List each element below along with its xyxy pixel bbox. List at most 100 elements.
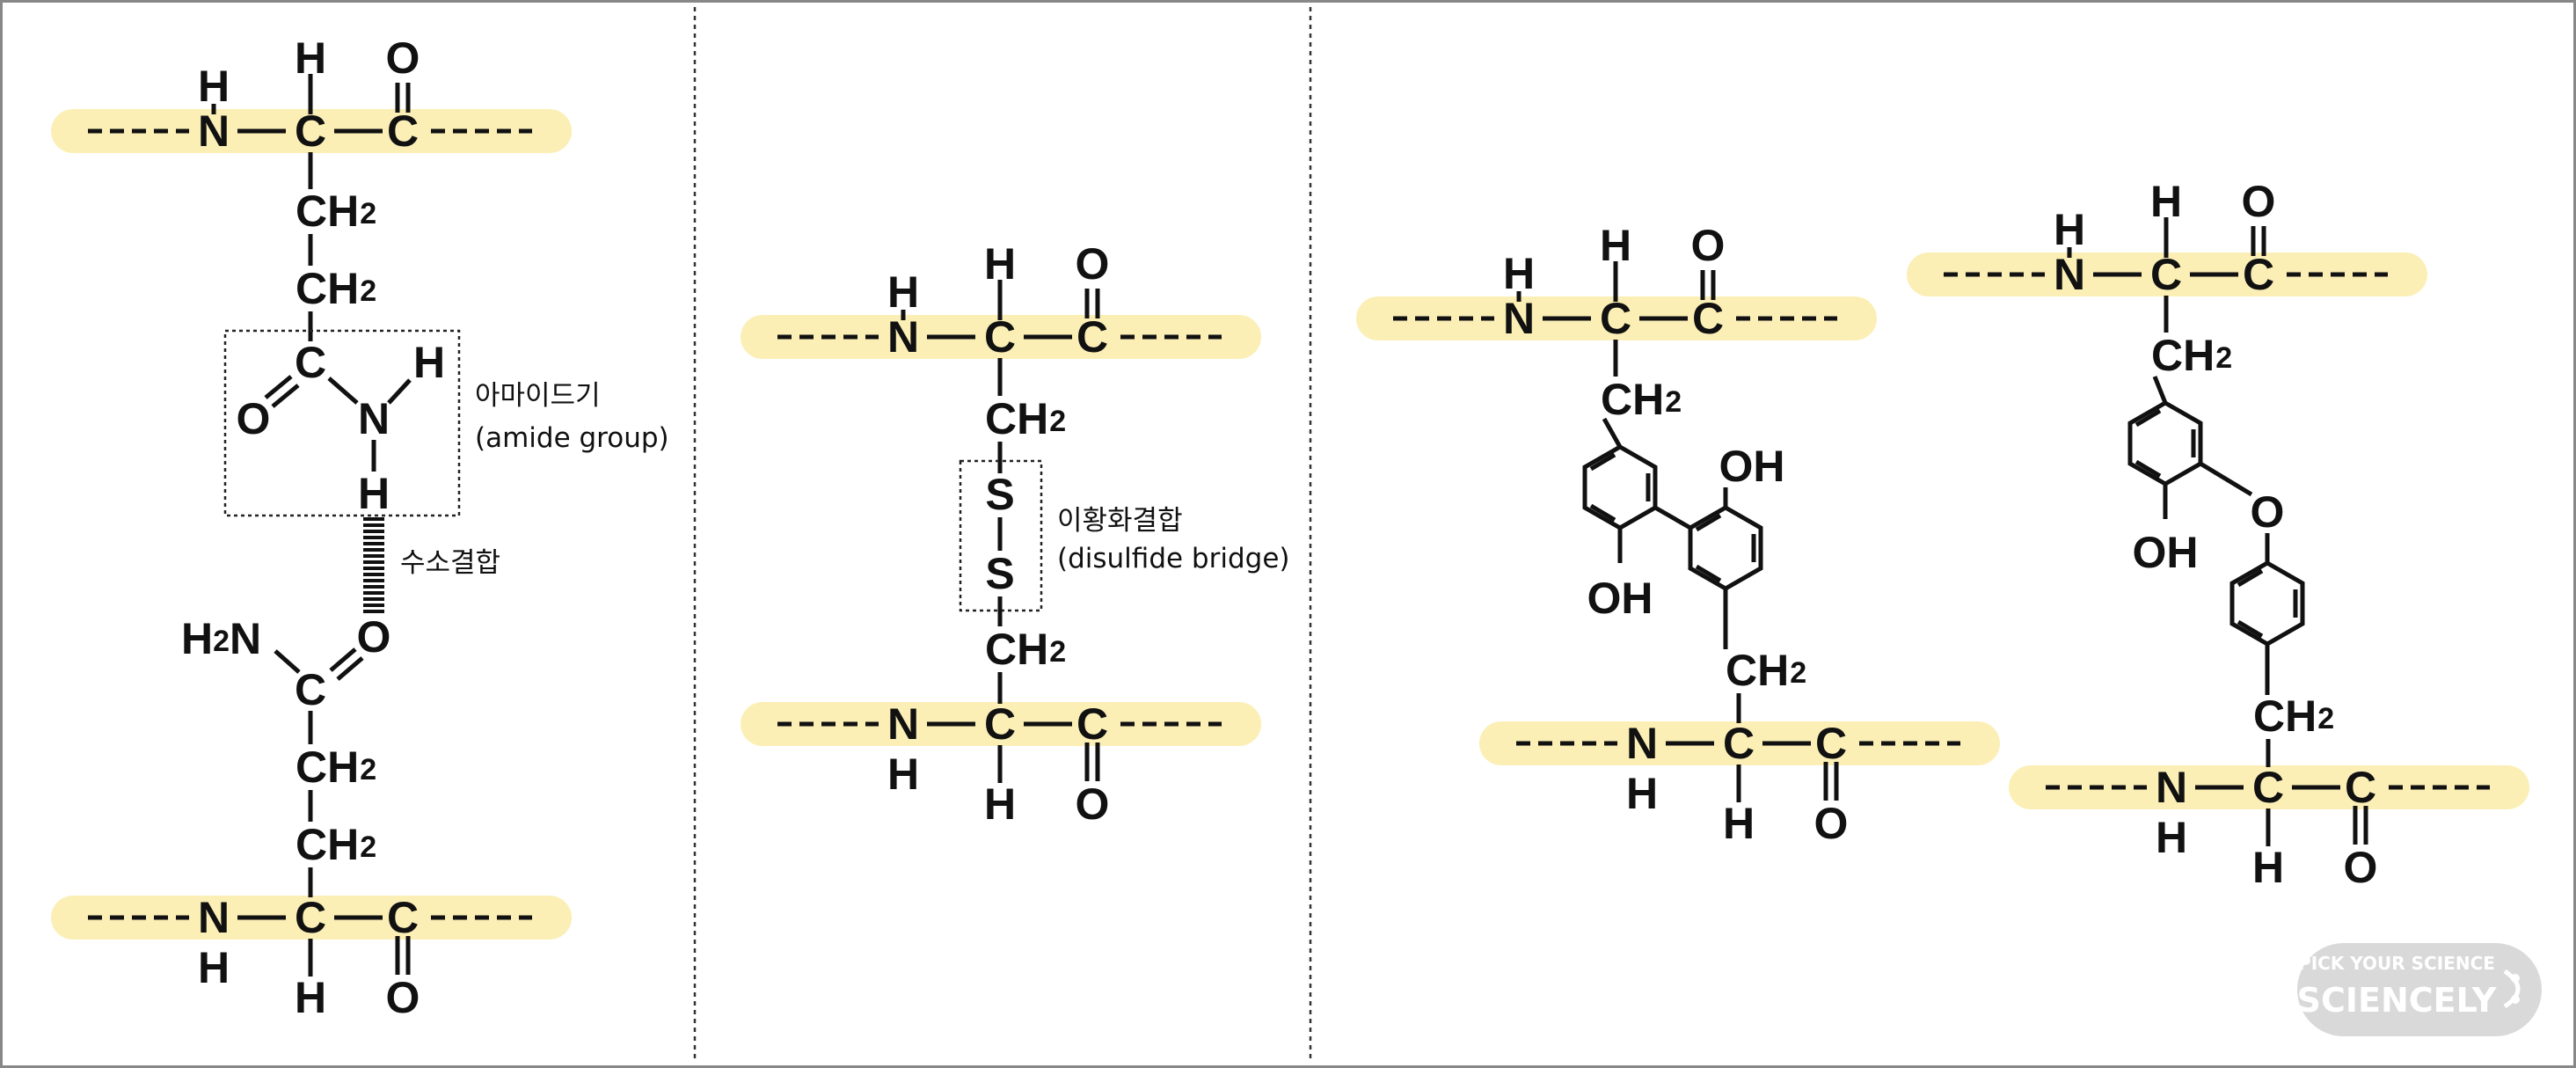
benzene-ring: [1688, 505, 1763, 591]
atom-nitrogen: N: [887, 699, 919, 749]
group-ch2: CH2: [296, 264, 376, 313]
watermark-tagline: PICK YOUR SCIENCE: [2298, 953, 2495, 974]
atom-oxygen: O: [1814, 799, 1849, 848]
amide-group-label-english: (amide group): [475, 422, 669, 454]
atom-carbonyl-carbon: C: [1076, 312, 1108, 362]
smiley-icon: [2503, 969, 2521, 1009]
sciencely-watermark: PICK YOUR SCIENCE SCIENCELY: [2297, 943, 2542, 1036]
atom-carbon-alpha: C: [984, 699, 1016, 749]
benzene-ring: [2229, 560, 2305, 647]
atom-hydrogen: H: [2252, 843, 2284, 892]
atom-nitrogen: N: [1503, 294, 1535, 343]
atom-nitrogen: N: [2156, 763, 2187, 812]
atom-oxygen: O: [1076, 239, 1110, 289]
atom-hydrogen: H: [2156, 813, 2187, 862]
panel-dityrosine: N H C H C O CH2 OH OH CH2: [1393, 221, 1960, 848]
group-ch2: CH2: [1601, 375, 1682, 424]
amide-group-label-korean: 아마이드기: [475, 380, 601, 412]
atom-hydrogen: H: [887, 267, 919, 317]
atom-carbonyl-carbon: C: [1076, 699, 1108, 749]
atom-carbonyl-carbon: C: [1692, 294, 1724, 343]
atom-carbon-alpha: C: [295, 893, 326, 942]
disulfide-label-korean: 이황화결합: [1057, 505, 1183, 537]
atom-oxygen: O: [1076, 779, 1110, 829]
atom-nitrogen: N: [358, 394, 390, 443]
atom-oxygen: O: [357, 612, 391, 662]
atom-nitrogen: N: [198, 893, 230, 942]
hydrogen-bond-label: 수소결합: [400, 547, 500, 579]
group-ch2: CH2: [296, 187, 376, 236]
backbone-band: [741, 702, 1261, 746]
group-ch2: CH2: [985, 394, 1066, 443]
atom-carbonyl-carbon: C: [1815, 719, 1847, 768]
atom-sulfur: S: [985, 470, 1014, 519]
backbone-band: [1907, 252, 2427, 296]
group-ch2: CH2: [2253, 691, 2334, 741]
backbone-band: [2009, 765, 2529, 809]
atom-hydrogen: H: [413, 338, 445, 387]
atom-hydrogen: H: [358, 469, 390, 518]
atom-hydrogen: H: [1600, 221, 1631, 270]
atom-nitrogen: N: [1626, 719, 1658, 768]
atom-carbonyl-carbon: C: [2345, 763, 2376, 812]
group-amine-h2n: H2N: [181, 614, 261, 663]
group-ch2: CH2: [1726, 646, 1806, 695]
group-ch2: CH2: [296, 742, 376, 792]
backbone-band: [1479, 721, 2000, 765]
atom-hydrogen: H: [2054, 205, 2085, 254]
atom-ether-oxygen: O: [2251, 487, 2285, 537]
group-hydroxyl: OH: [2133, 528, 2199, 577]
atom-hydrogen: H: [295, 33, 326, 83]
atom-oxygen: O: [2242, 177, 2276, 226]
atom-oxygen: O: [386, 973, 420, 1022]
atom-hydrogen: H: [198, 943, 230, 992]
atom-carbonyl-carbon: C: [387, 106, 419, 156]
atom-oxygen: O: [237, 394, 271, 443]
atom-hydrogen: H: [198, 62, 230, 111]
atom-carbon: C: [295, 665, 326, 714]
hydrogen-bond-hatch: [363, 517, 384, 613]
atom-carbon-alpha: C: [1600, 294, 1631, 343]
atom-hydrogen: H: [1503, 249, 1535, 298]
group-ch2: CH2: [296, 820, 376, 869]
atom-hydrogen: H: [1723, 799, 1755, 848]
atom-carbonyl-carbon: C: [2243, 250, 2274, 299]
panel-disulfide-bridge: N H C H C O CH2 S S 이황화결합 (disulfide bri…: [777, 239, 1289, 829]
backbone-band: [51, 109, 572, 153]
benzene-ring: [1582, 444, 1658, 530]
group-ch2: CH2: [985, 625, 1066, 674]
atom-oxygen: O: [1691, 221, 1726, 270]
group-hydroxyl: OH: [1719, 442, 1785, 491]
atom-nitrogen: N: [2054, 250, 2085, 299]
amide-group-box: [223, 329, 461, 517]
atom-nitrogen: N: [198, 106, 230, 156]
atom-hydrogen: H: [1626, 769, 1658, 818]
atom-hydrogen: H: [295, 973, 326, 1022]
atom-carbon-alpha: C: [1723, 719, 1755, 768]
backbone-band: [741, 315, 1261, 359]
disulfide-label-english: (disulfide bridge): [1057, 543, 1289, 574]
atom-carbon-alpha: C: [984, 312, 1016, 362]
atom-carbon-alpha: C: [2252, 763, 2284, 812]
atom-nitrogen: N: [887, 312, 919, 362]
backbone-band: [51, 896, 572, 940]
atom-hydrogen: H: [984, 239, 1016, 289]
group-hydroxyl: OH: [1587, 574, 1653, 623]
watermark-badge: [2297, 943, 2542, 1036]
backbone-highlights: [51, 109, 2529, 940]
atom-carbonyl-carbon: C: [387, 893, 419, 942]
backbone-band: [1356, 296, 1877, 340]
atom-carbon-alpha: C: [295, 106, 326, 156]
watermark-brand: SCIENCELY: [2297, 981, 2497, 1020]
atom-sulfur: S: [985, 549, 1014, 598]
panel-amide-hydrogen-bond: N H C H C O CH2 CH2 C O N H H 아마이드기 (ami…: [88, 33, 669, 1022]
atom-hydrogen: H: [2150, 177, 2182, 226]
atom-oxygen: O: [2344, 843, 2378, 892]
panel-isodityrosine: N H C H C O CH2 OH O CH2: [1944, 177, 2490, 892]
atom-oxygen: O: [386, 33, 420, 83]
atom-carbon-alpha: C: [2150, 250, 2182, 299]
atom-hydrogen: H: [887, 750, 919, 799]
